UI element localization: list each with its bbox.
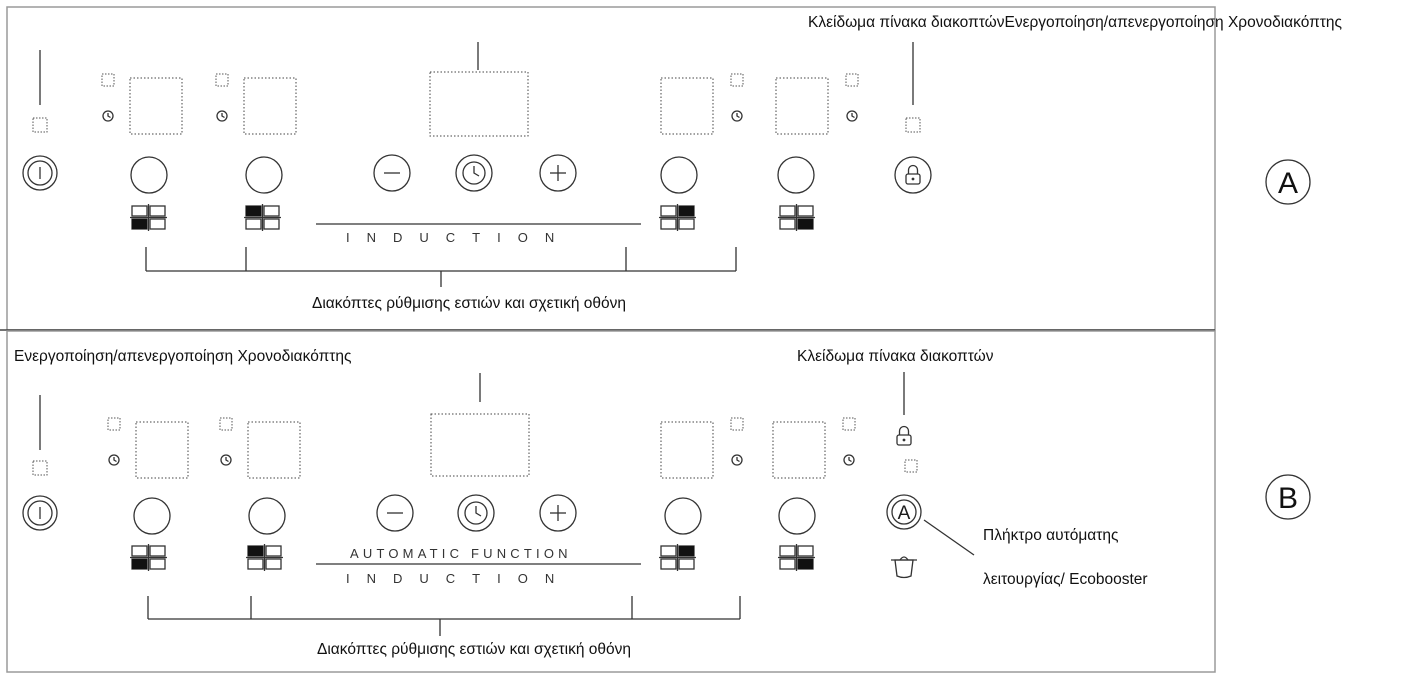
zone-button-1-a[interactable] [130,156,168,194]
lock-icon [896,425,912,446]
timer-display-b [430,413,530,477]
power-button-a[interactable] [22,155,58,191]
zone-grid-4-a [777,203,816,232]
zone-controls-label-a: Διακόπτες ρύθμισης εστιών και σχετική οθ… [312,295,626,312]
lock-button-a[interactable] [894,156,932,194]
panel-letter-b: B [1278,482,1298,515]
plus-button-b[interactable] [539,494,577,532]
lock-indicator-a [905,117,921,133]
zone-controls-label-b: Διακόπτες ρύθμισης εστιών και σχετική οθ… [317,641,631,658]
lock-timer-label-a: Κλείδωμα πίνακα διακοπτώνΕνεργοποίηση/απ… [808,14,1342,31]
zone-display-4-a [775,73,859,135]
automatic-function-text-b: AUTOMATIC FUNCTION [350,546,572,561]
panel-a-frame [6,6,1216,331]
zone-grid-2-a [243,203,282,232]
zone-display-3-a [660,73,744,135]
lock-label-b: Κλείδωμα πίνακα διακοπτών [797,348,994,365]
panel-b-frame [6,330,1216,673]
lock-indicator-b [904,459,918,473]
panel-b: Ενεργοποίηση/απενεργοποίηση Χρονοδιακόπτ… [6,330,1311,673]
plus-button-a[interactable] [539,154,577,192]
panel-a: INDUCTION Διακόπτες ρύθμισης εστιών και … [6,6,1342,331]
timer-display-a [429,71,529,137]
zone-display-2-a [215,73,297,135]
zone-button-2-b[interactable] [248,497,286,535]
timer-toggle-label-b: Ενεργοποίηση/απενεργοποίηση Χρονοδιακόπτ… [14,348,352,365]
auto-key-leader [923,519,975,556]
zone-grid-4-b [777,543,816,572]
clock-icon [475,506,482,517]
zone-display-2-b [219,417,301,479]
induction-text-a: INDUCTION [346,230,571,245]
zone-button-1-b[interactable] [133,497,171,535]
zone-grid-1-a [129,203,168,232]
lock-icon [905,164,921,185]
zone-button-4-a[interactable] [777,156,815,194]
zone-display-4-b [772,417,856,479]
zone-grid-1-b [129,543,168,572]
pot-icon [891,556,917,579]
zone-display-3-b [660,417,744,479]
power-indicator-b [32,460,48,476]
minus-button-b[interactable] [376,494,414,532]
zone-button-4-b[interactable] [778,497,816,535]
zone-display-1-b [107,417,189,479]
minus-button-a[interactable] [373,154,411,192]
auto-key-glyph: A [898,503,911,524]
zone-grid-2-b [245,543,284,572]
panel-letter-circle-b [1265,474,1311,520]
power-button-b[interactable] [22,495,58,531]
zone-grid-3-b [658,543,697,572]
auto-function-button-b[interactable]: A [886,494,922,530]
auto-key-label-line2: λειτουργίας/ Ecobooster [983,571,1148,588]
zone-button-3-a[interactable] [660,156,698,194]
bracket-a [145,247,737,287]
timer-button-b[interactable] [457,494,495,532]
zone-display-1-a [101,73,183,135]
panel-letter-circle-a [1265,159,1311,205]
timer-button-a[interactable] [455,154,493,192]
power-indicator-a [32,117,48,133]
zone-button-2-a[interactable] [245,156,283,194]
zone-button-3-b[interactable] [664,497,702,535]
auto-key-label-line1: Πλήκτρο αυτόματης [983,527,1118,544]
clock-icon [473,166,480,177]
panel-letter-a: A [1278,167,1298,200]
induction-text-b: INDUCTION [346,571,571,586]
zone-grid-3-a [658,203,697,232]
bracket-b [147,596,741,636]
